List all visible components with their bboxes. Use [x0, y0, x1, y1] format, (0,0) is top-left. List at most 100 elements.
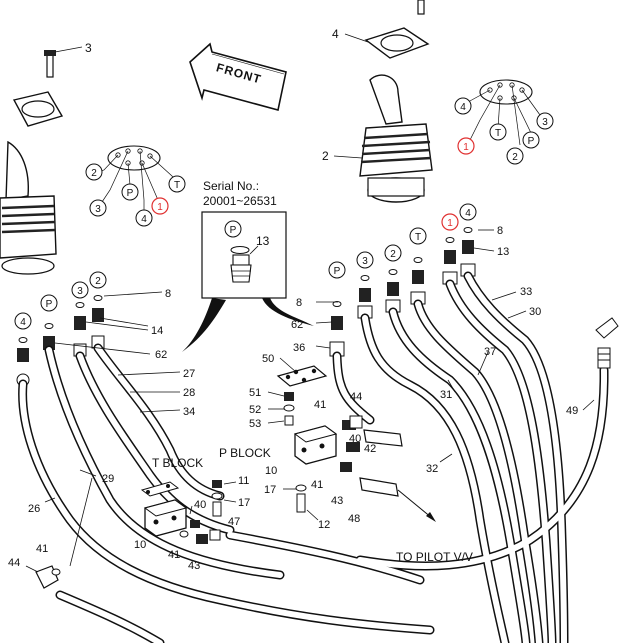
- label-34: 34: [183, 406, 195, 418]
- label-41c: 41: [314, 399, 326, 411]
- inset-part-13: 13: [256, 234, 270, 248]
- left-fitting-column-4: 4: [14, 312, 32, 387]
- right-port-pattern: [467, 79, 541, 146]
- hose-ring-1: 1: [447, 218, 453, 229]
- left-port-pattern: [97, 145, 176, 212]
- label-32: 32: [426, 463, 438, 475]
- label-40b: 40: [349, 433, 361, 445]
- t-block-bolt-11: [211, 480, 237, 517]
- label-40a: 40: [194, 499, 206, 511]
- port-ring-p: P: [127, 188, 134, 199]
- label-42: 42: [364, 443, 376, 455]
- label-31: 31: [440, 389, 452, 401]
- to-pilot-valve-label: TO PILOT V/V: [396, 550, 473, 564]
- label-8c: 8: [497, 225, 503, 237]
- label-30: 30: [529, 306, 541, 318]
- part-4-label: 4: [332, 27, 339, 41]
- label-37: 37: [484, 346, 496, 358]
- label-17a: 17: [238, 497, 250, 509]
- hose-ring-t: T: [415, 232, 421, 243]
- part-3-label: 3: [85, 41, 92, 55]
- right-fitting-column-p: P: [328, 261, 346, 357]
- label-28: 28: [183, 387, 195, 399]
- label-41a: 41: [36, 543, 48, 555]
- label-50: 50: [262, 353, 274, 365]
- left-fitting-column-2: 2: [89, 271, 107, 349]
- right-mount-plate: [344, 0, 430, 59]
- port-ring-4: 4: [460, 102, 466, 113]
- t-block-title: T BLOCK: [152, 456, 203, 470]
- p-block-fittings: [340, 415, 436, 522]
- port-ring-3: 3: [95, 204, 101, 215]
- hose-ring-3: 3: [77, 286, 83, 297]
- label-41d: 41: [311, 479, 323, 491]
- label-48: 48: [348, 513, 360, 525]
- label-47: 47: [228, 516, 240, 528]
- label-44b: 44: [350, 391, 362, 403]
- label-29: 29: [102, 473, 114, 485]
- serial-inset-box: P 13: [182, 211, 314, 352]
- label-49: 49: [566, 405, 578, 417]
- label-8a: 8: [165, 288, 171, 300]
- left-fitting-column-p: P: [40, 294, 58, 350]
- right-port-rings: 4 1 T 2 P 3: [454, 97, 554, 165]
- hose-bundle: [18, 271, 609, 643]
- port-ring-1: 1: [157, 202, 163, 213]
- label-10b: 10: [265, 465, 277, 477]
- port-ring-2: 2: [512, 152, 518, 163]
- right-fitting-column-2: 2: [384, 244, 402, 313]
- label-41b: 41: [168, 549, 180, 561]
- hose-ring-p2: P: [334, 266, 341, 277]
- part-labels: 8 14 62 27 28 34 29 26 10 41 44 41 43 40…: [8, 225, 578, 572]
- label-51: 51: [249, 387, 261, 399]
- left-port-rings: 2 P 3 4 1 T: [85, 163, 186, 227]
- label-36: 36: [293, 342, 305, 354]
- bottom-left-fitting-44: [25, 565, 61, 589]
- label-27: 27: [183, 368, 195, 380]
- label-44a: 44: [8, 557, 20, 569]
- inset-ring-p: P: [230, 225, 237, 236]
- label-62b: 62: [291, 319, 303, 331]
- port-ring-3: 3: [542, 117, 548, 128]
- hose-ring-p: P: [46, 299, 53, 310]
- p-block-bolt-12: [283, 484, 319, 521]
- left-mount-plate: [12, 46, 83, 127]
- label-11: 11: [238, 475, 249, 487]
- hose-ring-2b: 2: [390, 249, 396, 260]
- right-fitting-column-3: 3: [356, 251, 374, 319]
- port-ring-1: 1: [463, 142, 469, 153]
- p-block-title: P BLOCK: [219, 446, 271, 460]
- left-joystick: [0, 140, 57, 275]
- leader-lines: [44, 229, 595, 567]
- label-52: 52: [249, 404, 261, 416]
- serial-no-label: Serial No.:: [203, 179, 259, 193]
- label-43a: 43: [188, 560, 200, 572]
- label-10a: 10: [134, 539, 146, 551]
- right-fitting-column-1: 1: [441, 213, 459, 285]
- port-ring-t: T: [495, 128, 501, 139]
- label-26: 26: [28, 503, 40, 515]
- label-53: 53: [249, 418, 261, 430]
- t-block-fittings: [179, 505, 221, 544]
- right-fitting-column-t: T: [409, 227, 427, 305]
- label-13: 13: [497, 246, 509, 258]
- t-block: [140, 481, 188, 537]
- label-14: 14: [151, 325, 163, 337]
- port-ring-p: P: [528, 136, 535, 147]
- port-ring-t: T: [174, 180, 180, 191]
- front-arrow: FRONT: [189, 42, 287, 111]
- hose-ring-3b: 3: [362, 256, 368, 267]
- elbow-fitting-49: [595, 317, 619, 369]
- label-43b: 43: [331, 495, 343, 507]
- port-ring-4: 4: [141, 214, 147, 225]
- hose-ring-2: 2: [95, 276, 101, 287]
- serial-range: 20001~26531: [203, 194, 277, 208]
- right-fitting-column-4: 4: [459, 203, 477, 277]
- p-block-plugs-51-53: [267, 391, 295, 426]
- label-12: 12: [318, 519, 330, 531]
- part-2-label: 2: [322, 149, 329, 163]
- p-block: [293, 425, 338, 465]
- port-ring-2: 2: [91, 168, 97, 179]
- hose-ring-4a: 4: [20, 317, 26, 328]
